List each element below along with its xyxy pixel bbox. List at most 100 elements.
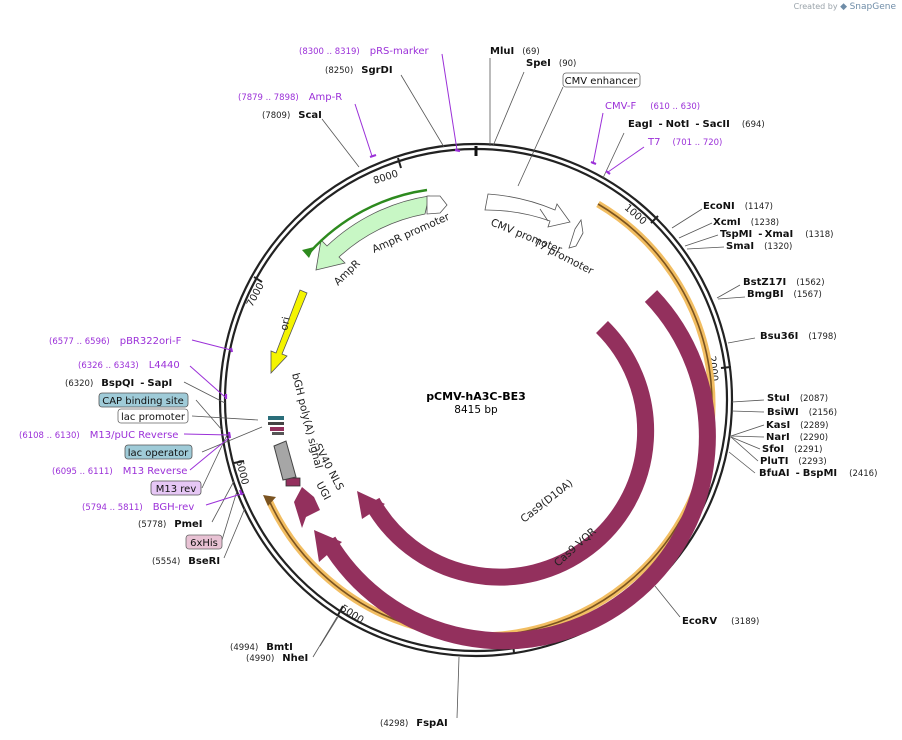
- enzyme-pluti[interactable]: PluTI(2293): [760, 456, 827, 467]
- leader-econi: [671, 208, 703, 229]
- primer-amp-r[interactable]: (7879 .. 7898)Amp-R: [238, 92, 342, 103]
- leader-bmti: [319, 616, 339, 647]
- leader-stui: [731, 399, 765, 403]
- cas9-vqr-arrowhead: [314, 530, 342, 562]
- enzyme-bstz17i[interactable]: BstZ17I(1562): [743, 277, 825, 288]
- enzyme-bmgbi[interactable]: BmgBI(1567): [747, 289, 822, 300]
- tick-mark-1000: [650, 215, 659, 224]
- leader-bsu36i: [727, 337, 756, 344]
- cas9-d10a-end: [593, 316, 609, 324]
- ampr-promoter-box: [426, 195, 448, 215]
- enzyme-tspmi-xmai[interactable]: TspMI-XmaI(1318): [720, 229, 834, 240]
- his-tag-frame: [185, 534, 223, 550]
- cmv-enhancer-box[interactable]: CMV enhancer: [562, 72, 641, 88]
- primer-l4440[interactable]: (6326 .. 6343)L4440: [78, 360, 180, 371]
- m13-rev-box[interactable]: M13 rev: [150, 480, 202, 496]
- primer-m13-puc-reverse[interactable]: (6108 .. 6130)M13/pUC Reverse: [19, 430, 178, 441]
- leader-m13rev: [201, 434, 228, 489]
- t7-promoter-arrow: [568, 218, 584, 249]
- enzyme-mlui[interactable]: MluI(69): [490, 46, 540, 57]
- enzyme-kasi[interactable]: KasI(2289): [766, 420, 828, 431]
- cas9-d10a-arc: [364, 320, 655, 586]
- primer-line-l4440: [189, 365, 226, 398]
- enzyme-scai[interactable]: (7809)ScaI: [262, 110, 322, 121]
- primer-line-ampr: [354, 103, 373, 157]
- cmv-promoter-arrow: [484, 193, 571, 228]
- primer-bgh-rev[interactable]: (5794 .. 5811)BGH-rev: [82, 502, 194, 513]
- primer-markers: [224, 148, 611, 496]
- cas9-vqr-arc: [320, 290, 716, 650]
- enzyme-xcmi[interactable]: XcmI(1238): [713, 217, 779, 228]
- tick-mark-6000: [233, 460, 245, 464]
- enzyme-eagi-noti-sacii[interactable]: EagI-NotI-SacII(694): [628, 119, 765, 130]
- primer-cmv-f[interactable]: CMV-F(610 .. 630): [605, 101, 700, 112]
- primer-line-t7: [607, 146, 645, 173]
- leader-6xhis: [221, 490, 238, 541]
- leader-bsiwi: [731, 410, 765, 413]
- primer-mark-ampr: [369, 153, 377, 159]
- cas9-vqr-split: [392, 575, 401, 593]
- enzyme-sfoi[interactable]: SfoI(2291): [762, 444, 822, 455]
- cap-binding-frame: [98, 392, 189, 408]
- enzyme-smai[interactable]: SmaI(1320): [726, 241, 792, 252]
- lac-operator-box[interactable]: lac operator: [124, 444, 193, 460]
- enzyme-bsiwi[interactable]: BsiWI(2156): [767, 407, 837, 418]
- leader-tspmi: [684, 234, 719, 247]
- enzyme-sgrdi[interactable]: (8250)SgrDI: [325, 65, 393, 76]
- cap-binding-label: CAP binding site: [102, 396, 184, 407]
- lac-promoter-box[interactable]: lac promoter: [117, 408, 189, 424]
- leader-cap: [195, 399, 223, 431]
- enzyme-bmti[interactable]: (4994)BmtI: [230, 642, 293, 653]
- ori-arrow: [270, 289, 308, 375]
- his-tag-label: 6xHis: [190, 538, 218, 549]
- enzyme-nari[interactable]: NarI(2290): [766, 432, 828, 443]
- leader-sgrdi: [400, 74, 445, 148]
- label-ori: ori: [278, 316, 293, 332]
- primer-line-prs: [441, 53, 458, 151]
- primer-prs-marker[interactable]: (8300 .. 8319)pRS-marker: [299, 46, 430, 57]
- leader-pluti: [730, 436, 759, 462]
- enzyme-stui[interactable]: StuI(2087): [767, 393, 828, 404]
- leader-bfuai: [728, 451, 756, 474]
- leader-bstz17i: [716, 284, 741, 299]
- leader-cmv-enhancer: [517, 86, 564, 187]
- leader-lac-operator: [201, 426, 263, 453]
- enzyme-bfuai-bspmi[interactable]: BfuAI-BspMI(2416): [759, 468, 877, 479]
- tick-label-8000: 8000: [372, 169, 400, 187]
- leader-scai: [321, 118, 360, 168]
- label-ugi: UGI: [313, 480, 332, 502]
- enzyme-bsu36i[interactable]: Bsu36I(1798): [760, 331, 837, 342]
- lac-operator-label: lac operator: [128, 448, 189, 459]
- label-cas9-d10a: Cas9(D10A): [518, 477, 575, 525]
- leader-bspqi: [183, 381, 226, 404]
- enzyme-pmei[interactable]: (5778)PmeI: [138, 519, 203, 530]
- enzyme-nhei[interactable]: (4990)NheI: [246, 653, 308, 664]
- primer-line-m13rev: [189, 436, 231, 471]
- enzyme-bseri[interactable]: (5554)BseRI: [152, 556, 220, 567]
- primer-mark-prs: [454, 148, 461, 153]
- leader-nari: [730, 435, 765, 438]
- primer-mark-cmvf: [590, 160, 597, 166]
- leader-kasi: [730, 424, 765, 437]
- enzyme-econi[interactable]: EcoNI(1147): [703, 201, 773, 212]
- primer-pbr322ori-f[interactable]: (6577 .. 6596)pBR322ori-F: [49, 336, 182, 347]
- enzyme-bspqi-sapi[interactable]: (6320)BspQI-SapI: [65, 378, 172, 389]
- ampr-arrow: [315, 195, 430, 271]
- cap-binding-box[interactable]: CAP binding site: [98, 392, 189, 408]
- bgh-polya-box: [273, 440, 297, 481]
- primer-line-m13puc: [183, 433, 231, 436]
- leader-bseri: [223, 507, 246, 559]
- tick-mark-7000: [253, 276, 263, 283]
- m13-rev-frame: [150, 480, 202, 496]
- cmv-promoter-divider: [539, 208, 549, 222]
- leader-bmgbi: [717, 296, 746, 300]
- enzyme-ecorv[interactable]: EcoRV(3189): [682, 616, 759, 627]
- primer-t7[interactable]: T7(701 .. 720): [647, 137, 722, 148]
- lac-promoter-label: lac promoter: [121, 412, 186, 423]
- his-tag-box[interactable]: 6xHis: [185, 534, 223, 550]
- enzyme-spei[interactable]: SpeI(90): [526, 58, 576, 69]
- enzyme-fspai[interactable]: (4298)FspAI: [380, 718, 448, 729]
- lac-feature-3: [270, 427, 284, 431]
- primer-m13-reverse[interactable]: (6095 .. 6111)M13 Reverse: [52, 466, 187, 477]
